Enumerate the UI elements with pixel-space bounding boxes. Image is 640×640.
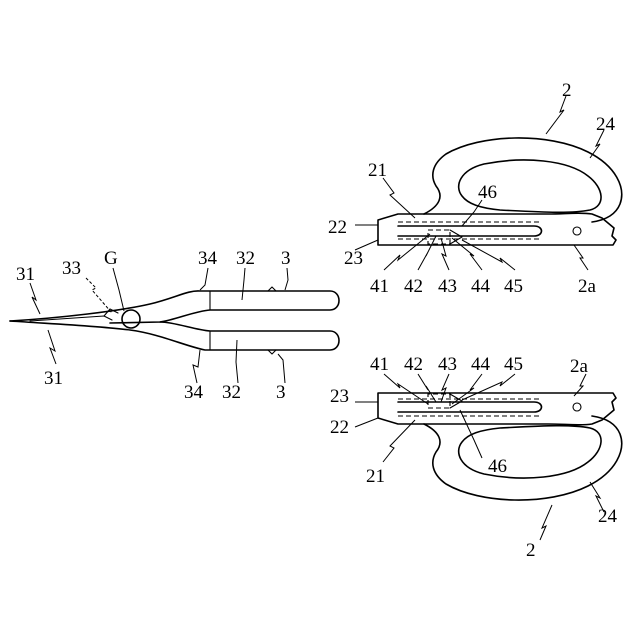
label-32-upper: 32: [236, 248, 255, 269]
label-45-upper: 45: [504, 276, 523, 297]
label-23-upper: 23: [344, 248, 363, 269]
label-22-upper: 22: [328, 217, 347, 238]
label-g: G: [104, 248, 118, 269]
label-41-upper: 41: [370, 276, 389, 297]
label-42-upper: 42: [404, 276, 423, 297]
lower-blade-outline: [10, 321, 339, 350]
label-44-lower: 44: [471, 354, 491, 375]
label-33: 33: [62, 258, 81, 279]
label-32-lower: 32: [222, 382, 241, 403]
pivot-circle: [122, 310, 140, 328]
label-43-upper: 43: [438, 276, 457, 297]
label-34-lower: 34: [184, 382, 204, 403]
label-43-lower: 43: [438, 354, 457, 375]
label-45-lower: 45: [504, 354, 523, 375]
label-22-lower: 22: [330, 417, 349, 438]
label-3-lower: 3: [276, 382, 286, 403]
handle-lower: [378, 393, 622, 500]
label-24-upper: 24: [596, 114, 616, 135]
label-46-upper: 46: [478, 182, 497, 203]
label-24-lower: 24: [598, 506, 618, 527]
label-34-upper: 34: [198, 248, 218, 269]
handle-lower-ring-inner: [459, 426, 601, 478]
label-41-lower: 41: [370, 354, 389, 375]
upper-blade-outline: [10, 291, 339, 323]
label-44-upper: 44: [471, 276, 491, 297]
handle-upper: [378, 138, 622, 245]
label-2a-lower: 2a: [570, 356, 589, 377]
label-31-upper: 31: [16, 264, 35, 285]
label-21-upper: 21: [368, 160, 387, 181]
label-23-lower: 23: [330, 386, 349, 407]
label-31-lower: 31: [44, 368, 63, 389]
label-2-upper: 2: [562, 80, 572, 101]
lock-mechanism-upper: [428, 230, 450, 244]
handle-upper-hole: [573, 227, 581, 235]
blade-assembly: [10, 287, 339, 354]
label-3-upper: 3: [281, 248, 291, 269]
lock-mechanism-lower: [428, 394, 450, 408]
label-46-lower: 46: [488, 456, 507, 477]
label-42-lower: 42: [404, 354, 423, 375]
label-2-lower: 2: [526, 540, 536, 561]
handle-upper-slot: [398, 226, 542, 236]
handle-lower-hole: [573, 403, 581, 411]
label-21-lower: 21: [366, 466, 385, 487]
label-2a-upper: 2a: [578, 276, 597, 297]
handle-lower-slot: [398, 402, 542, 412]
